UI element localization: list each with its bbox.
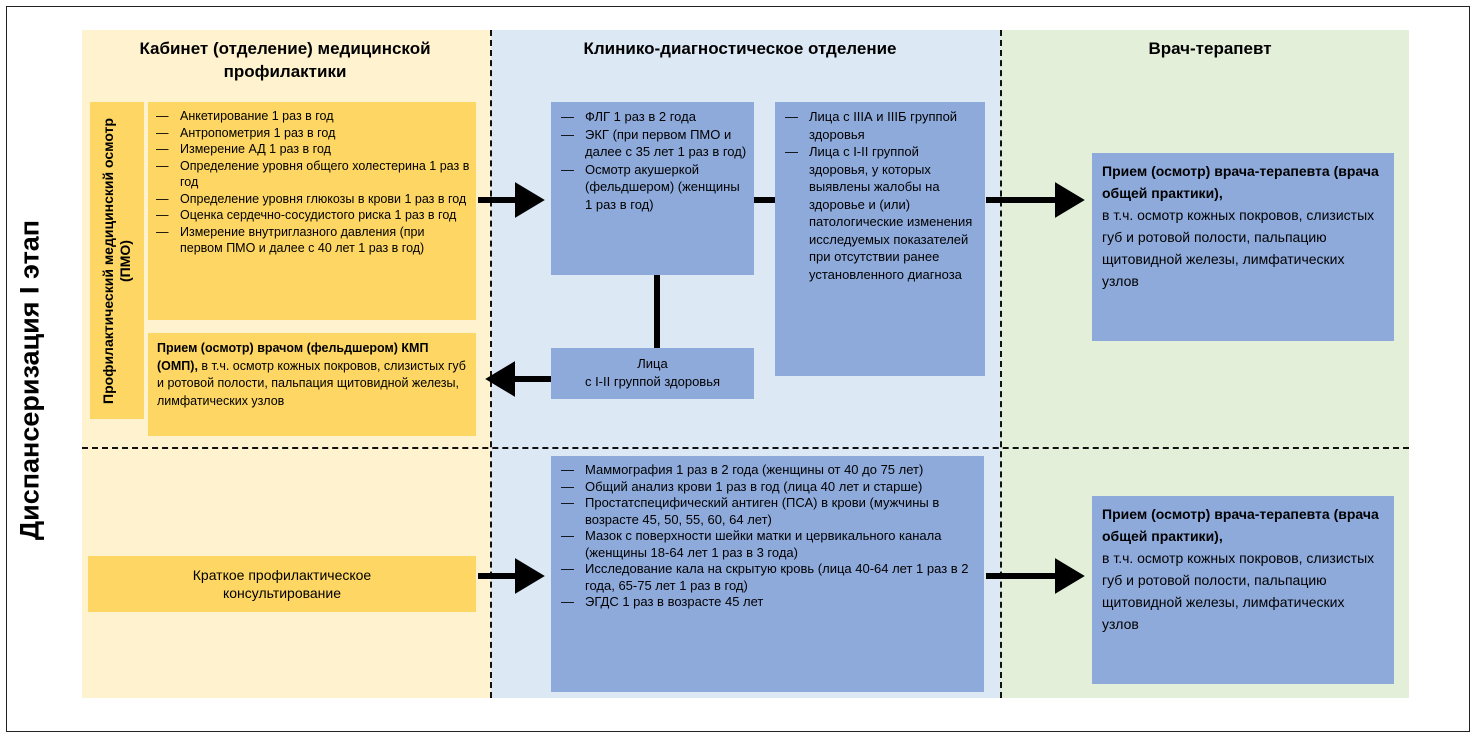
list-item: Маммография 1 раз в 2 года (женщины от 4… xyxy=(557,462,978,479)
list-item: ЭКГ (при первом ПМО и далее с 35 лет 1 р… xyxy=(557,126,748,161)
column-divider-1 xyxy=(490,30,492,698)
diagram-frame xyxy=(6,6,1470,732)
healthy-group-line1: Лица xyxy=(637,356,668,371)
screening-tests-box: Маммография 1 раз в 2 года (женщины от 4… xyxy=(551,456,984,692)
column-title-profilaktika: Кабинет (отделение) медицинской профилак… xyxy=(139,39,431,81)
list-item: Оценка сердечно-сосудистого риска 1 раз … xyxy=(152,207,470,224)
list-item: Определение уровня глюкозы в крови 1 раз… xyxy=(152,191,470,208)
pmo-list: Анкетирование 1 раз в год Антропометрия … xyxy=(152,108,470,257)
list-item: Измерение внутриглазного давления (при п… xyxy=(152,224,470,257)
list-item: ФЛГ 1 раз в 2 года xyxy=(557,108,748,126)
brief-consult-text: Краткое профилактическое консультировани… xyxy=(192,567,372,601)
kmp-exam-box: Прием (осмотр) врачом (фельдшером) КМП (… xyxy=(148,333,476,436)
therapist-exam-text: в т.ч. осмотр кожных покровов, слизистых… xyxy=(1102,207,1375,289)
list-item: Лица с IIIА и IIIБ группой здоровья xyxy=(781,108,979,143)
therapist-exam-box-bottom: Прием (осмотр) врача-терапевта (врача об… xyxy=(1092,496,1394,684)
brief-consult-box: Краткое профилактическое консультировани… xyxy=(88,556,476,612)
therapist-exam-title: Прием (осмотр) врача-терапевта (врача об… xyxy=(1102,163,1379,201)
healthy-group-box: Лица с I-II группой здоровья xyxy=(551,348,754,399)
pmo-label: Профилактический медицинский осмотр (ПМО… xyxy=(100,117,133,404)
list-item: ЭГДС 1 раз в возрасте 45 лет xyxy=(557,594,978,611)
list-item: Простатспецифический антиген (ПСА) в кро… xyxy=(557,495,978,528)
therapist-exam-text: в т.ч. осмотр кожных покровов, слизистых… xyxy=(1102,550,1375,632)
side-title: Диспансеризация I этап xyxy=(14,219,45,541)
list-item: Анкетирование 1 раз в год xyxy=(152,108,470,125)
screening-tests-list: Маммография 1 раз в 2 года (женщины от 4… xyxy=(557,462,978,611)
diag-tests-box: ФЛГ 1 раз в 2 года ЭКГ (при первом ПМО и… xyxy=(551,102,754,275)
kmp-exam-title: Прием (осмотр) врачом (фельдшером) КМП (… xyxy=(157,341,429,373)
row-divider xyxy=(82,447,1409,449)
therapist-exam-title: Прием (осмотр) врача-терапевта (врача об… xyxy=(1102,506,1379,544)
pmo-label-box: Профилактический медицинский осмотр (ПМО… xyxy=(90,102,144,419)
therapist-exam-box-top: Прием (осмотр) врача-терапевта (врача об… xyxy=(1092,153,1394,341)
column-title-therapist: Врач-терапевт xyxy=(1148,39,1272,58)
list-item: Осмотр акушеркой (фельдшером) (женщины 1… xyxy=(557,161,748,214)
pmo-list-box: Анкетирование 1 раз в год Антропометрия … xyxy=(148,102,476,320)
column-divider-2 xyxy=(1000,30,1002,698)
column-title-diagnostic: Клинико-диагностическое отделение xyxy=(583,39,897,58)
list-item: Исследование кала на скрытую кровь (лица… xyxy=(557,561,978,594)
list-item: Лица с I-II группой здоровья, у которых … xyxy=(781,143,979,283)
healthy-group-line2: с I-II группой здоровья xyxy=(584,374,721,389)
list-item: Мазок с поверхности шейки матки и цервик… xyxy=(557,528,978,561)
list-item: Общий анализ крови 1 раз в год (лица 40 … xyxy=(557,479,978,496)
list-item: Антропометрия 1 раз в год xyxy=(152,125,470,142)
diag-tests-list: ФЛГ 1 раз в 2 года ЭКГ (при первом ПМО и… xyxy=(557,108,748,213)
list-item: Измерение АД 1 раз в год xyxy=(152,141,470,158)
groups-list: Лица с IIIА и IIIБ группой здоровья Лица… xyxy=(781,108,979,283)
kmp-exam-text: в т.ч. осмотр кожных покровов, слизистых… xyxy=(157,358,466,408)
groups-box: Лица с IIIА и IIIБ группой здоровья Лица… xyxy=(775,102,985,376)
list-item: Определение уровня общего холестерина 1 … xyxy=(152,158,470,191)
